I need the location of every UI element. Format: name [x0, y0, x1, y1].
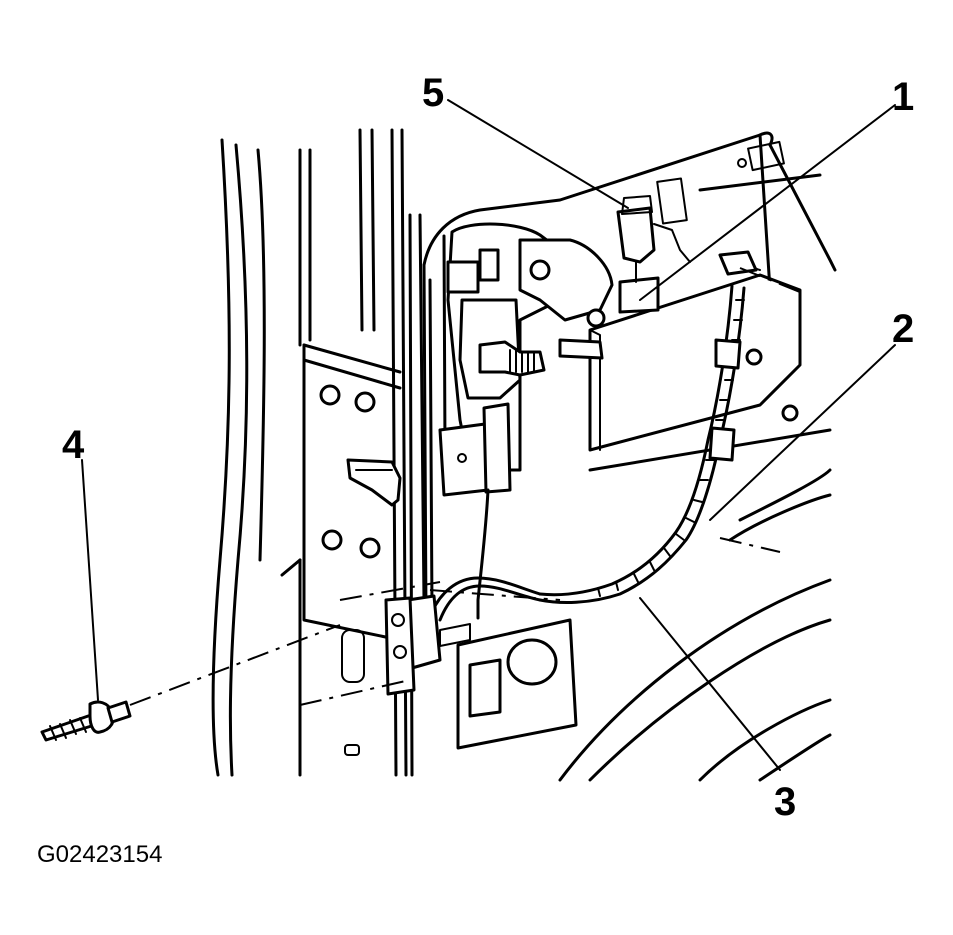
latch-connector	[616, 195, 691, 314]
callout-5: 5	[422, 71, 444, 115]
leader-line-2	[709, 344, 896, 521]
wiring-harness	[430, 250, 761, 622]
callout-2: 2	[892, 307, 914, 351]
leader-lines	[81, 99, 896, 771]
pillar-bolt	[319, 384, 381, 559]
push-pin-fastener	[40, 700, 132, 742]
latch-assembly	[438, 222, 802, 497]
callout-1: 1	[892, 75, 914, 119]
leader-line-3	[639, 597, 781, 771]
lower-bracket	[384, 594, 578, 750]
leader-line-4	[81, 459, 99, 701]
install-centerline	[129, 267, 801, 706]
striker	[346, 458, 402, 507]
striker-panel	[280, 343, 402, 777]
leader-line-1	[639, 104, 896, 301]
figure-id-label: G02423154	[37, 841, 162, 868]
callout-3: 3	[774, 780, 796, 824]
callout-4: 4	[62, 423, 85, 467]
callout-labels: 1 2 3 4 5	[62, 71, 914, 824]
leader-line-5	[447, 99, 629, 209]
